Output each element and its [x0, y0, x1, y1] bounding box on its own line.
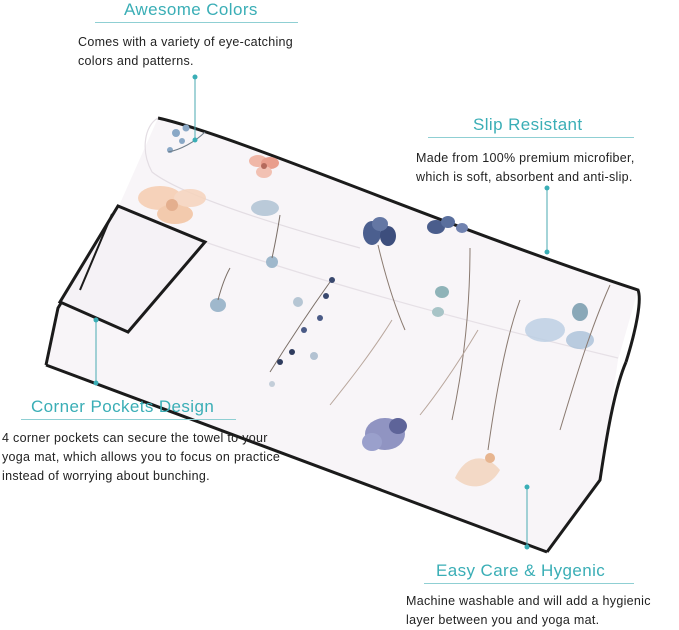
light-blue-flower-icon: [210, 200, 303, 312]
towel-bottom-border: [45, 363, 548, 554]
blue-buds-icon: [167, 124, 190, 153]
callout-connectors: [93, 74, 550, 550]
corner-pocket-inner-line: [79, 213, 113, 291]
peach-tulip-icon: [455, 453, 500, 487]
towel-fabric: [46, 118, 638, 552]
easy-care-line-2: layer between you and yoga mat.: [406, 613, 600, 627]
corner-pockets-title: Corner Pockets Design: [31, 397, 215, 416]
slip-resistant-title: Slip Resistant: [473, 115, 583, 134]
awesome-colors-line-2: colors and patterns.: [78, 54, 194, 68]
dark-blue-flower-icon: [363, 216, 468, 246]
corner-pocket: [57, 204, 208, 334]
corner-pockets-line-2: yoga mat, which allows you to focus on p…: [2, 450, 281, 464]
corner-pockets-line-3: instead of worrying about bunching.: [2, 469, 210, 483]
floral-print: [138, 124, 611, 487]
easy-care-title: Easy Care & Hygenic: [436, 561, 606, 580]
awesome-colors-title: Awesome Colors: [124, 0, 258, 19]
awesome-colors-underline: [95, 22, 298, 23]
towel-roll-cap: [144, 117, 361, 249]
corner-pockets-underline: [21, 419, 236, 420]
slip-resistant-description: Made from 100% premium microfiber, which…: [416, 149, 635, 187]
slip-resistant-line-2: which is soft, absorbent and anti-slip.: [416, 170, 633, 184]
easy-care-description: Machine washable and will add a hygienic…: [406, 592, 651, 630]
purple-flower-icon: [362, 418, 407, 451]
slip-resistant-underline: [428, 137, 634, 138]
slip-resistant-line-1: Made from 100% premium microfiber,: [416, 151, 635, 165]
awesome-colors-dot: [192, 74, 198, 80]
awesome-colors-description: Comes with a variety of eye-catching col…: [78, 33, 293, 71]
towel-roll-underside: [204, 241, 619, 359]
towel-right-border: [545, 361, 628, 553]
corner-pockets-line-1: 4 corner pockets can secure the towel to…: [2, 431, 268, 445]
berry-stems-icon: [269, 277, 335, 387]
pink-flower-icon: [249, 155, 279, 178]
easy-care-underline: [424, 583, 634, 584]
corner-pockets-description: 4 corner pockets can secure the towel to…: [2, 429, 280, 486]
awesome-colors-line-1: Comes with a variety of eye-catching: [78, 35, 294, 49]
towel-roll-top-edge: [157, 116, 641, 363]
peach-flower-icon: [138, 186, 206, 224]
easy-care-line-1: Machine washable and will add a hygienic: [406, 594, 651, 608]
